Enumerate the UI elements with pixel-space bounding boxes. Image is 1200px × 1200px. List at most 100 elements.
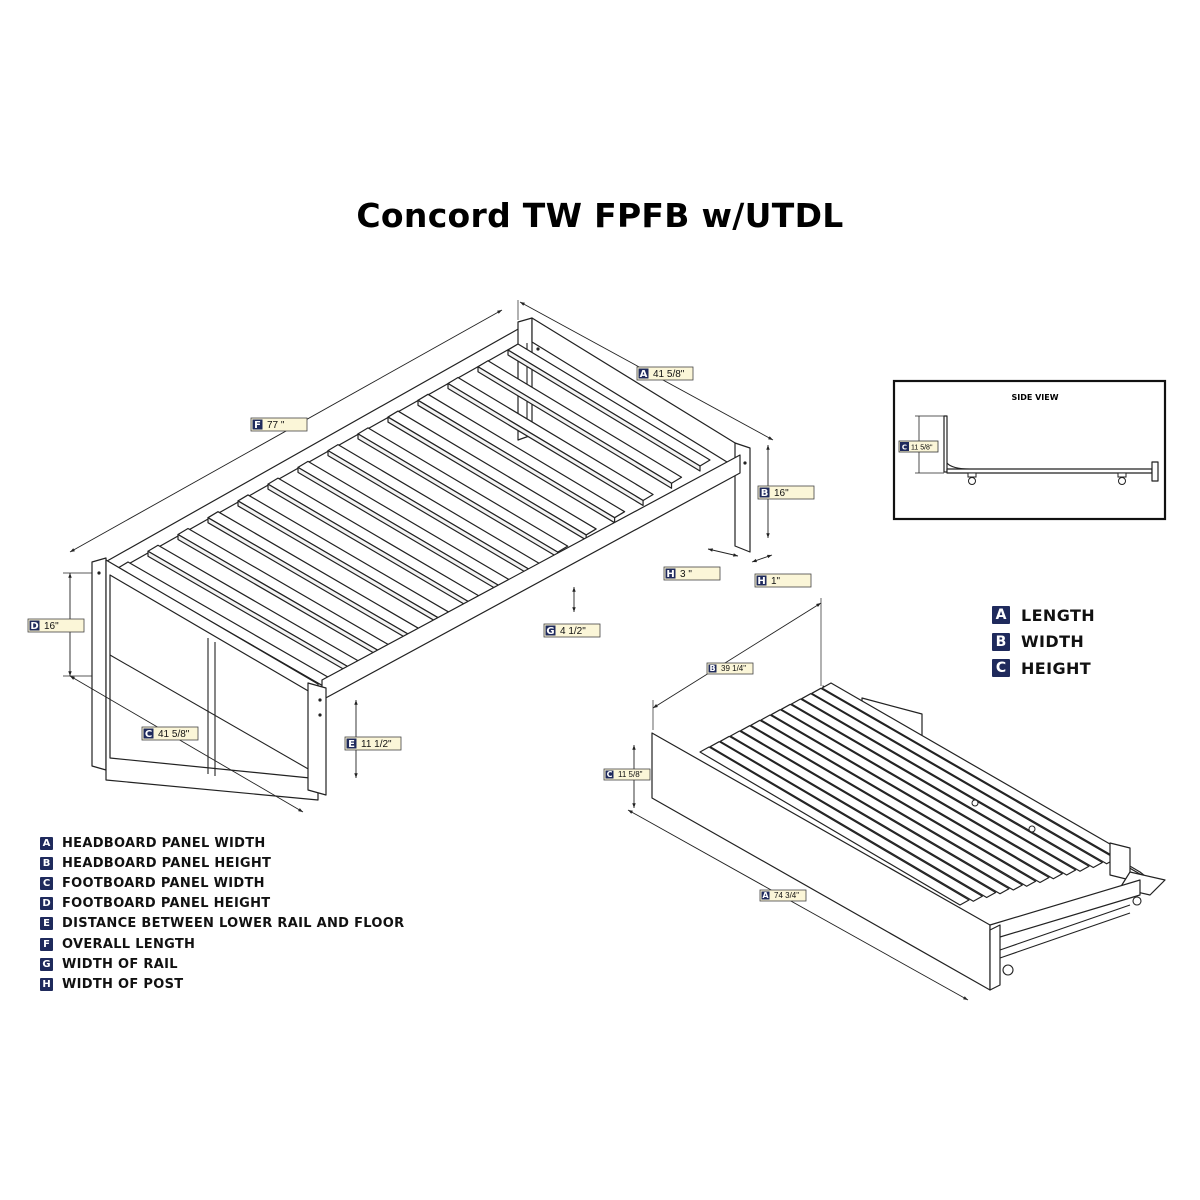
dimension-value: 16" [44, 621, 59, 632]
dimension-arrowhead [766, 445, 770, 450]
legend-item: F OVERALL LENGTH [40, 934, 404, 954]
dimension-letter: D [30, 621, 38, 632]
dim-a-trundle-length [627, 809, 969, 1001]
dimension-arrowhead [298, 808, 303, 812]
dimension-label-d: D 16" [27, 618, 85, 633]
dimension-letter: E [348, 739, 355, 750]
legend-text: OVERALL LENGTH [62, 936, 196, 952]
legend-text: HEADBOARD PANEL WIDTH [62, 835, 266, 851]
dimension-letter: G [546, 626, 554, 637]
legend-item: C HEIGHT [992, 655, 1095, 682]
dimension-value: 77 " [267, 420, 285, 431]
svg-text:C: C [902, 444, 907, 452]
dimension-arrowhead [68, 573, 72, 578]
dimension-arrowhead [628, 810, 633, 814]
dimension-letter: H [666, 569, 674, 580]
legend-text: DISTANCE BETWEEN LOWER RAIL AND FLOOR [62, 916, 405, 932]
trundle-slats [699, 682, 1130, 906]
footboard-post-right [307, 682, 327, 796]
dim-h-post-width-3 [707, 548, 739, 557]
dimension-arrowhead [354, 700, 358, 705]
dimension-arrowhead [70, 676, 75, 680]
side-view-end-post [1151, 461, 1159, 482]
legend-text: HEIGHT [1021, 658, 1092, 678]
dimension-arrowhead [520, 302, 525, 306]
caster-wheel [1028, 825, 1036, 833]
dimension-arrowhead [768, 436, 773, 440]
side-view-panel-post [943, 415, 948, 473]
legend-letter-badge: A [992, 606, 1010, 625]
dimension-arrowhead [766, 533, 770, 538]
dimension-arrowhead [632, 745, 636, 750]
bed-drawing [91, 317, 751, 801]
dimension-arrowhead [70, 548, 75, 552]
caster-wheel [1132, 896, 1142, 906]
legend-letter-badge: B [992, 632, 1010, 651]
trundle-slat [770, 709, 1063, 880]
legend-text: HEADBOARD PANEL HEIGHT [62, 855, 272, 871]
dimension-value: 11 5/8" [618, 770, 643, 779]
legend-text: WIDTH OF RAIL [62, 956, 178, 972]
dimension-value: 4 1/2" [560, 626, 586, 637]
slat-edge [447, 382, 644, 507]
dimension-arrowhead [68, 671, 72, 676]
side-view-caster [1118, 477, 1126, 485]
trundle-slat [801, 693, 1103, 869]
side-view-height-label: C 11 5/8" [898, 440, 939, 453]
dimension-label-g: G 4 1/2" [543, 623, 601, 638]
dimension-value: 41 5/8" [158, 729, 190, 740]
dimension-value: 3 " [680, 569, 692, 580]
diagram-title: Concord TW FPFB w/UTDL [356, 196, 844, 235]
bolt-hole [318, 713, 322, 717]
dimension-letter: B [761, 488, 769, 499]
bolt-hole [743, 461, 747, 465]
legend-letter-badge: H [40, 977, 53, 991]
trundle-slat [790, 698, 1090, 872]
trundle-lower-rail [999, 912, 1131, 959]
trundle-slat [750, 719, 1037, 887]
legend-letter-badge: C [992, 659, 1010, 678]
side-view-base [946, 468, 1153, 474]
side-view-frame [892, 379, 1167, 521]
dimension-arrowhead [572, 587, 576, 592]
dimension-letter: B [709, 664, 715, 673]
svg-text:11 5/8": 11 5/8" [911, 445, 933, 452]
legend-letter-badge: F [40, 937, 53, 951]
dimension-value: 74 3/4" [774, 891, 799, 900]
trundle-slat [760, 714, 1050, 884]
trundle-slat [729, 730, 1010, 895]
side-view-panel: SIDE VIEW C 11 5/8" [892, 379, 1167, 521]
dimension-arrowhead [733, 553, 738, 557]
caster-wheel [971, 799, 979, 807]
dim-c-footboard-width [69, 675, 304, 813]
bolt-hole [97, 571, 101, 575]
legend-letter-badge: B [40, 856, 53, 870]
side-view-curve [946, 462, 971, 470]
dimension-arrowhead [497, 310, 502, 314]
side-view-caster [968, 477, 976, 485]
trundle-slat [780, 703, 1077, 876]
dimension-arrowhead [816, 603, 821, 607]
dimension-letter: H [757, 576, 765, 587]
trundle-slat [709, 741, 983, 902]
dimension-label-h: H 3 " [663, 566, 721, 581]
trundle-end-panel [989, 924, 1001, 991]
legend-letter-badge: D [40, 897, 53, 911]
